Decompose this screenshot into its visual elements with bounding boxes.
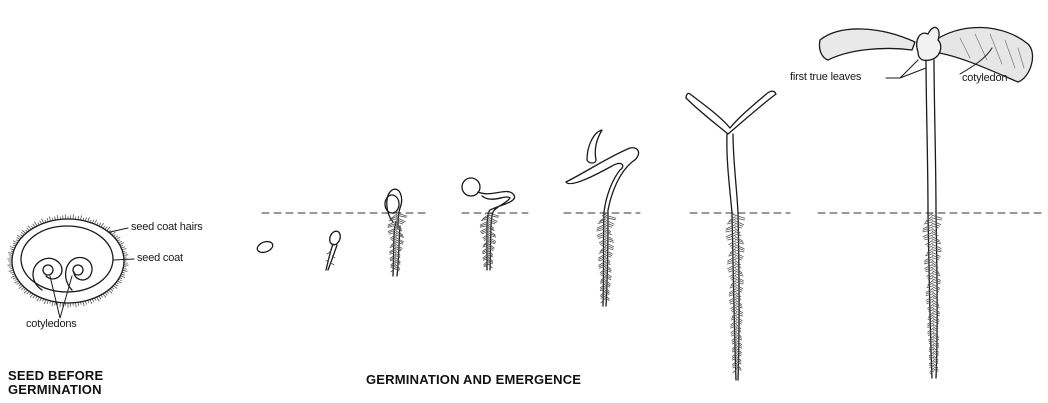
- stage-3-hook: [385, 189, 407, 276]
- label-seed-coat-hairs: seed coat hairs: [131, 221, 203, 233]
- first-true-leaves-bud: [917, 27, 941, 60]
- label-first-true-leaves: first true leaves: [790, 71, 861, 83]
- label-cotyledon: cotyledon: [962, 72, 1007, 84]
- cotyledon-left: [43, 265, 53, 275]
- caption-line-1: SEED BEFORE: [8, 369, 103, 383]
- root-hairs: [388, 212, 407, 272]
- root-hairs: [923, 214, 942, 374]
- leader-first-true-leaves: [886, 60, 926, 78]
- caption-seed-before-germination: SEED BEFORE GERMINATION: [8, 369, 103, 397]
- stage-2-radicle: [326, 230, 342, 270]
- label-seed-coat: seed coat: [137, 252, 183, 264]
- stage-4-emerging: [462, 178, 515, 270]
- embryo-outline: [33, 257, 92, 290]
- stage-5-arch: [566, 130, 639, 306]
- seed-coat-hairs: [8, 215, 129, 308]
- seed-cross-section: [8, 215, 134, 319]
- stage-1-seed: [256, 240, 274, 255]
- caption-germination-and-emergence: GERMINATION AND EMERGENCE: [366, 373, 581, 387]
- leader-seed-coat-hairs: [110, 228, 128, 232]
- caption-line-2: GERMINATION: [8, 383, 103, 397]
- leader-cotyledons: [50, 276, 72, 318]
- root-hairs: [480, 212, 499, 268]
- leader-seed-coat: [114, 259, 134, 260]
- label-cotyledons: cotyledons: [26, 318, 77, 330]
- stage-6-cotyledons-open: [686, 91, 776, 380]
- cotyledon-left-leaf: [819, 29, 915, 60]
- cotyledon-right: [73, 265, 83, 275]
